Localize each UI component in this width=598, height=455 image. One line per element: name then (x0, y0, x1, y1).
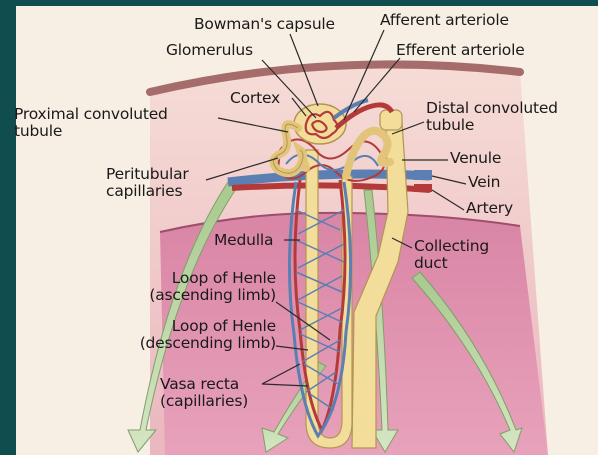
label-venule: Venule (450, 150, 501, 167)
artery-stub (414, 184, 432, 192)
label-collecting-duct: Collecting duct (414, 238, 489, 272)
label-collecting-line-2: duct (414, 255, 489, 272)
label-artery: Artery (466, 200, 513, 217)
collecting-duct-branch (380, 110, 402, 130)
label-cortex: Cortex (230, 90, 280, 107)
label-vasa-recta: Vasa recta (capillaries) (160, 376, 248, 410)
label-vasa-recta-line-2: (capillaries) (160, 393, 248, 410)
vein-stub (414, 170, 432, 180)
label-peritubular-line-1: Peritubular (106, 166, 189, 183)
label-vein-text: Vein (468, 174, 500, 191)
label-afferent-arteriole-text: Afferent arteriole (380, 12, 509, 29)
label-efferent-arteriole-text: Efferent arteriole (396, 42, 525, 59)
label-bowmans-capsule-text: Bowman's capsule (194, 16, 335, 33)
label-loop-descending-line-1: Loop of Henle (140, 318, 276, 335)
label-proximal-convoluted-tubule: Proximal convoluted tubule (14, 106, 168, 140)
label-collecting-line-1: Collecting (414, 238, 489, 255)
label-medulla-text: Medulla (214, 232, 273, 249)
label-proximal-line-2: tubule (14, 123, 168, 140)
label-distal-line-2: tubule (426, 117, 558, 134)
label-loop-of-henle-ascending: Loop of Henle (ascending limb) (149, 270, 276, 304)
label-proximal-line-1: Proximal convoluted (14, 106, 168, 123)
label-glomerulus-text: Glomerulus (166, 42, 253, 59)
label-vein: Vein (468, 174, 500, 191)
label-loop-descending-line-2: (descending limb) (140, 335, 276, 352)
label-loop-ascending-line-1: Loop of Henle (149, 270, 276, 287)
label-cortex-text: Cortex (230, 90, 280, 107)
label-venule-text: Venule (450, 150, 501, 167)
label-efferent-arteriole: Efferent arteriole (396, 42, 525, 59)
label-medulla: Medulla (214, 232, 273, 249)
label-loop-of-henle-descending: Loop of Henle (descending limb) (140, 318, 276, 352)
label-distal-line-1: Distal convoluted (426, 100, 558, 117)
label-glomerulus: Glomerulus (166, 42, 253, 59)
label-afferent-arteriole: Afferent arteriole (380, 12, 509, 29)
label-distal-convoluted-tubule: Distal convoluted tubule (426, 100, 558, 134)
label-loop-ascending-line-2: (ascending limb) (149, 287, 276, 304)
label-peritubular-capillaries: Peritubular capillaries (106, 166, 189, 200)
label-peritubular-line-2: capillaries (106, 183, 189, 200)
label-vasa-recta-line-1: Vasa recta (160, 376, 248, 393)
label-bowmans-capsule: Bowman's capsule (194, 16, 335, 33)
label-artery-text: Artery (466, 200, 513, 217)
